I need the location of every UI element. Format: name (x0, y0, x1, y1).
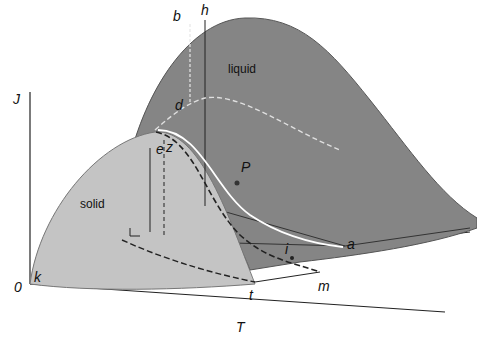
point-label: h (201, 3, 209, 17)
point-label: b (173, 9, 181, 23)
point-label: a (347, 237, 355, 251)
axis-label: T (236, 320, 245, 334)
point-label: i (285, 242, 288, 256)
point-label: m (318, 279, 330, 293)
point-label: d (175, 98, 183, 112)
point-label: z (166, 140, 173, 154)
region-label: liquid (228, 63, 256, 75)
point-label: k (34, 270, 41, 284)
point-label: P (241, 160, 250, 174)
point-label: e (156, 142, 164, 156)
point-label: t (249, 288, 253, 302)
region-label: solid (80, 198, 105, 210)
axis-label: 0 (14, 280, 22, 294)
axis-label: J (13, 92, 20, 106)
